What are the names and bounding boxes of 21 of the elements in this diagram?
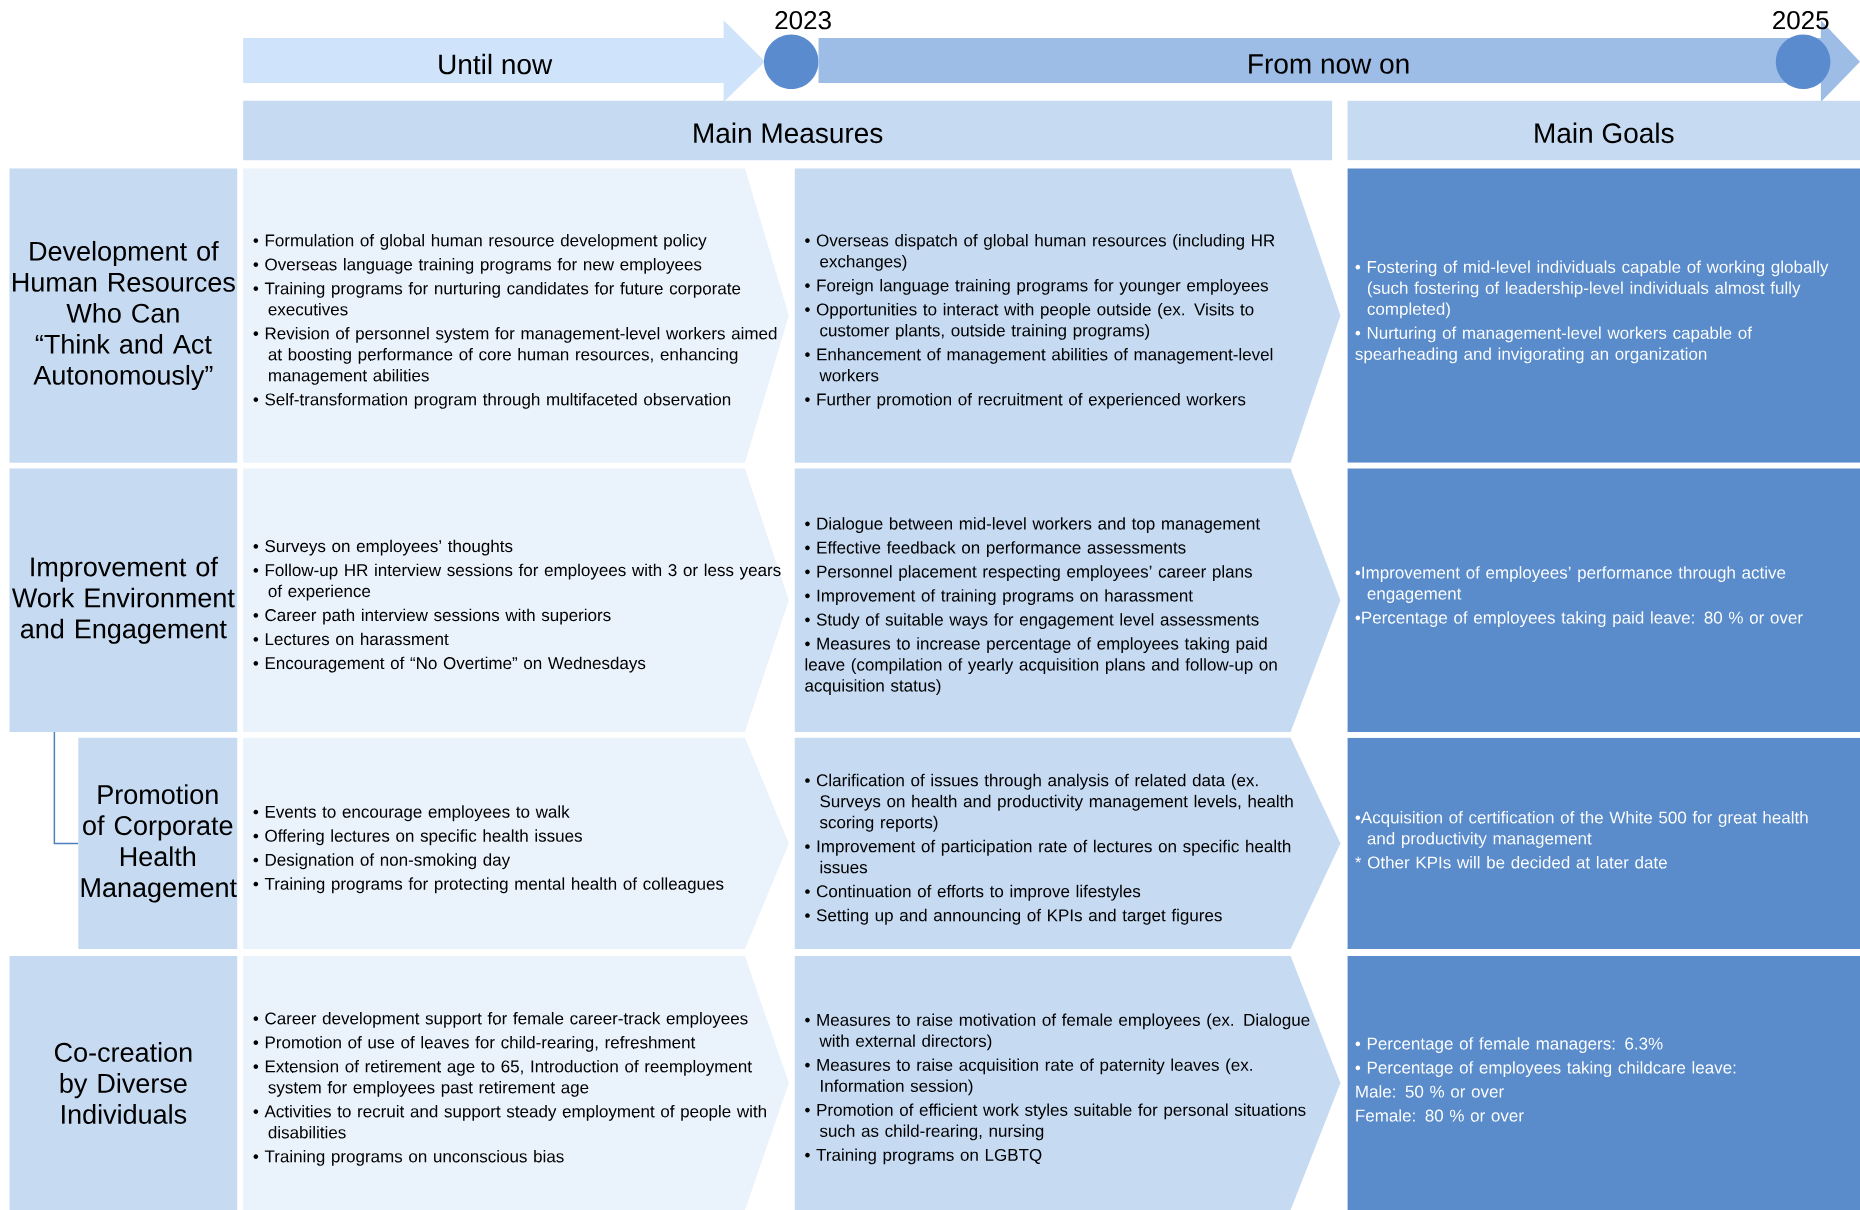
measure-chevron: • Measures to raise motivation of female employees (ex. Dialogue with external directors) • Measures to raise acquisition rate of paternity leaves (ex. Information session) • Promotion of efficient work styles suitable for personal situations such as child-rearing, nursing • Training programs on LGBTQ <box>794 956 1341 1210</box>
measure-chevron: • Surveys on employees’ thoughts • Follow-up HR interview sessions for employees with 3 or less years of experience • Career path interview sessions with superiors • Lectures on harassment • Encouragement of “No Overtime” on Wednesdays <box>243 468 789 732</box>
measure-chevron: • Events to encourage employees to walk • Offering lectures on specific health issues • Designation of non-smoking day • Training programs for protecting mental health of colleagues <box>243 737 789 949</box>
measure-chevron: • Dialogue between mid-level workers and top management • Effective feedback on performance assessments • Personnel placement respecting employees’ career plans • Improvement of training programs on harassment • Study of suitable ways for engagement level assessments • Measures to increase percentage of employees taking paid leave (compilation of yearly acquisition plans and follow-up on acquisition status) <box>794 468 1341 732</box>
goal-box: •Improvement of employees’ performance through active engagement •Percentage of employees taking paid leave: 80 % or over <box>1347 468 1860 732</box>
goal-box: • Fostering of mid-level individuals capable of working globally (such fostering of leadership-level individuals almost fully completed) • Nurturing of management-level workers capable of spearheading and invigorating an organization <box>1347 168 1860 463</box>
column-header: Main Measures <box>243 100 1333 161</box>
category-box: Improvement of Work Environment and Engagement <box>9 468 238 732</box>
connector-line <box>53 731 79 845</box>
period-banner: Until now <box>243 20 766 102</box>
column-header: Main Goals <box>1347 100 1860 161</box>
measure-chevron: • Clarification of issues through analysis of related data (ex. Surveys on health and productivity management levels, health scoring reports) • Improvement of participation rate of lectures on specific health issues • Continuation of efforts to improve lifestyles • Setting up and announcing of KPIs and target figures <box>794 737 1341 949</box>
goal-box: •Acquisition of certification of the White 500 for great health and productivity management * Other KPIs will be decided at later date <box>1347 737 1860 949</box>
goal-box: • Percentage of female managers: 6.3% • Percentage of employees taking childcare leave: Male: 50 % or over Female: 80 % or over <box>1347 956 1860 1210</box>
measure-chevron: • Formulation of global human resource development policy • Overseas language training programs for new employees • Training programs for nurturing candidates for future corporate executives • Revision of personnel system for management-level workers aimed at boosting performance of core human resources, enhancing management abilities • Self-transformation program through multifaceted observation <box>243 168 789 463</box>
category-box: Development of Human Resources Who Can “Think and Act Autonomously” <box>9 168 238 463</box>
measure-chevron: • Overseas dispatch of global human resources (including HR exchanges) • Foreign language training programs for younger employees • Opportunities to interact with people outside (ex. Visits to customer plants, outside training programs) • Enhancement of management abilities of management-level workers • Further promotion of recruitment of experienced workers <box>794 168 1341 463</box>
measure-chevron: • Career development support for female career-track employees • Promotion of use of leaves for child-rearing, refreshment • Extension of retirement age to 65, Introduction of reemployment system for employees past retirement age • Activities to recruit and support steady employment of people with disabilities • Training programs on unconscious bias <box>243 956 789 1210</box>
milestone-dot <box>763 34 819 89</box>
category-box: Promotion of Corporate Health Management <box>78 737 238 949</box>
category-box: Co-creation by Diverse Individuals <box>9 956 238 1210</box>
